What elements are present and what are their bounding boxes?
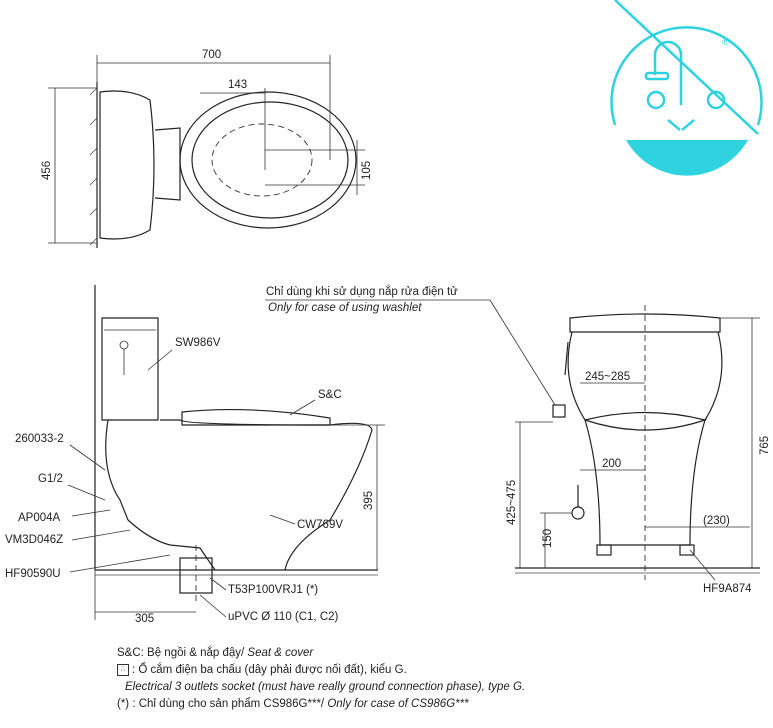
label-hf9a874: HF9A874 bbox=[703, 583, 752, 595]
washlet-note-vi: Chỉ dùng khi sử dụng nắp rửa điện tử bbox=[266, 285, 458, 298]
dim-150: 150 bbox=[542, 529, 554, 548]
label-seat: S&C bbox=[318, 389, 342, 401]
washlet-note-en: Only for case of using washlet bbox=[268, 302, 422, 314]
note-star-vi: (*) : Chỉ dùng cho sản phẩm CS986G***/ bbox=[117, 698, 328, 710]
dim-425-475: 425~475 bbox=[506, 480, 518, 525]
note-star-en: Only for case of CS986G*** bbox=[327, 698, 469, 710]
front-view: Chỉ dùng khi sử dụng nắp rửa điện tử Onl… bbox=[265, 285, 771, 595]
label-pipe: uPVC Ø 110 (C1, C2) bbox=[228, 611, 339, 623]
side-view: SW986V S&C 260033-2 G1/2 AP004A VM3D046Z… bbox=[5, 285, 385, 625]
label-hf90590u: HF90590U bbox=[5, 568, 61, 580]
note-socket: ∴: Ổ cắm điện ba chấu (dây phải được nối… bbox=[117, 662, 525, 679]
dim-depth: 456 bbox=[41, 161, 53, 180]
dim-200: 200 bbox=[602, 458, 621, 470]
label-260033-2: 260033-2 bbox=[15, 433, 64, 445]
label-vm3d046z: VM3D046Z bbox=[5, 534, 63, 546]
note-star: (*) : Chỉ dùng cho sản phẩm CS986G***/ O… bbox=[117, 696, 525, 713]
brand-logo: ® bbox=[610, 0, 763, 176]
note-sc-vi: S&C: Bệ ngồi & nắp đậy/ bbox=[117, 647, 248, 659]
dim-143: 143 bbox=[228, 79, 247, 91]
note-sc-en: Seat & cover bbox=[247, 647, 314, 659]
note-seat-cover: S&C: Bệ ngồi & nắp đậy/ Seat & cover bbox=[117, 645, 525, 662]
label-tank: SW986V bbox=[175, 337, 221, 349]
dim-245-285: 245~285 bbox=[585, 371, 630, 383]
dim-230: (230) bbox=[703, 515, 730, 527]
top-view: 700 456 143 105 bbox=[41, 49, 373, 248]
label-bowl: CW769V bbox=[297, 519, 343, 531]
dim-height: 395 bbox=[363, 491, 375, 510]
label-flange: T53P100VRJ1 (*) bbox=[228, 584, 318, 596]
note-socket-vi: : Ổ cắm điện ba chấu (dây phải được nối … bbox=[132, 664, 407, 676]
legend-notes: S&C: Bệ ngồi & nắp đậy/ Seat & cover ∴: … bbox=[117, 645, 525, 713]
dim-rough-in: 305 bbox=[135, 613, 154, 625]
note-socket-en: Electrical 3 outlets socket (must have r… bbox=[125, 681, 526, 693]
dim-105: 105 bbox=[361, 161, 373, 180]
registered-mark: ® bbox=[722, 37, 729, 47]
label-ap004a: AP004A bbox=[18, 512, 61, 524]
socket-icon bbox=[552, 404, 566, 418]
dim-width: 700 bbox=[202, 49, 221, 61]
label-g12: G1/2 bbox=[38, 473, 63, 485]
dim-765: 765 bbox=[759, 436, 771, 455]
socket-icon: ∴ bbox=[117, 663, 129, 676]
